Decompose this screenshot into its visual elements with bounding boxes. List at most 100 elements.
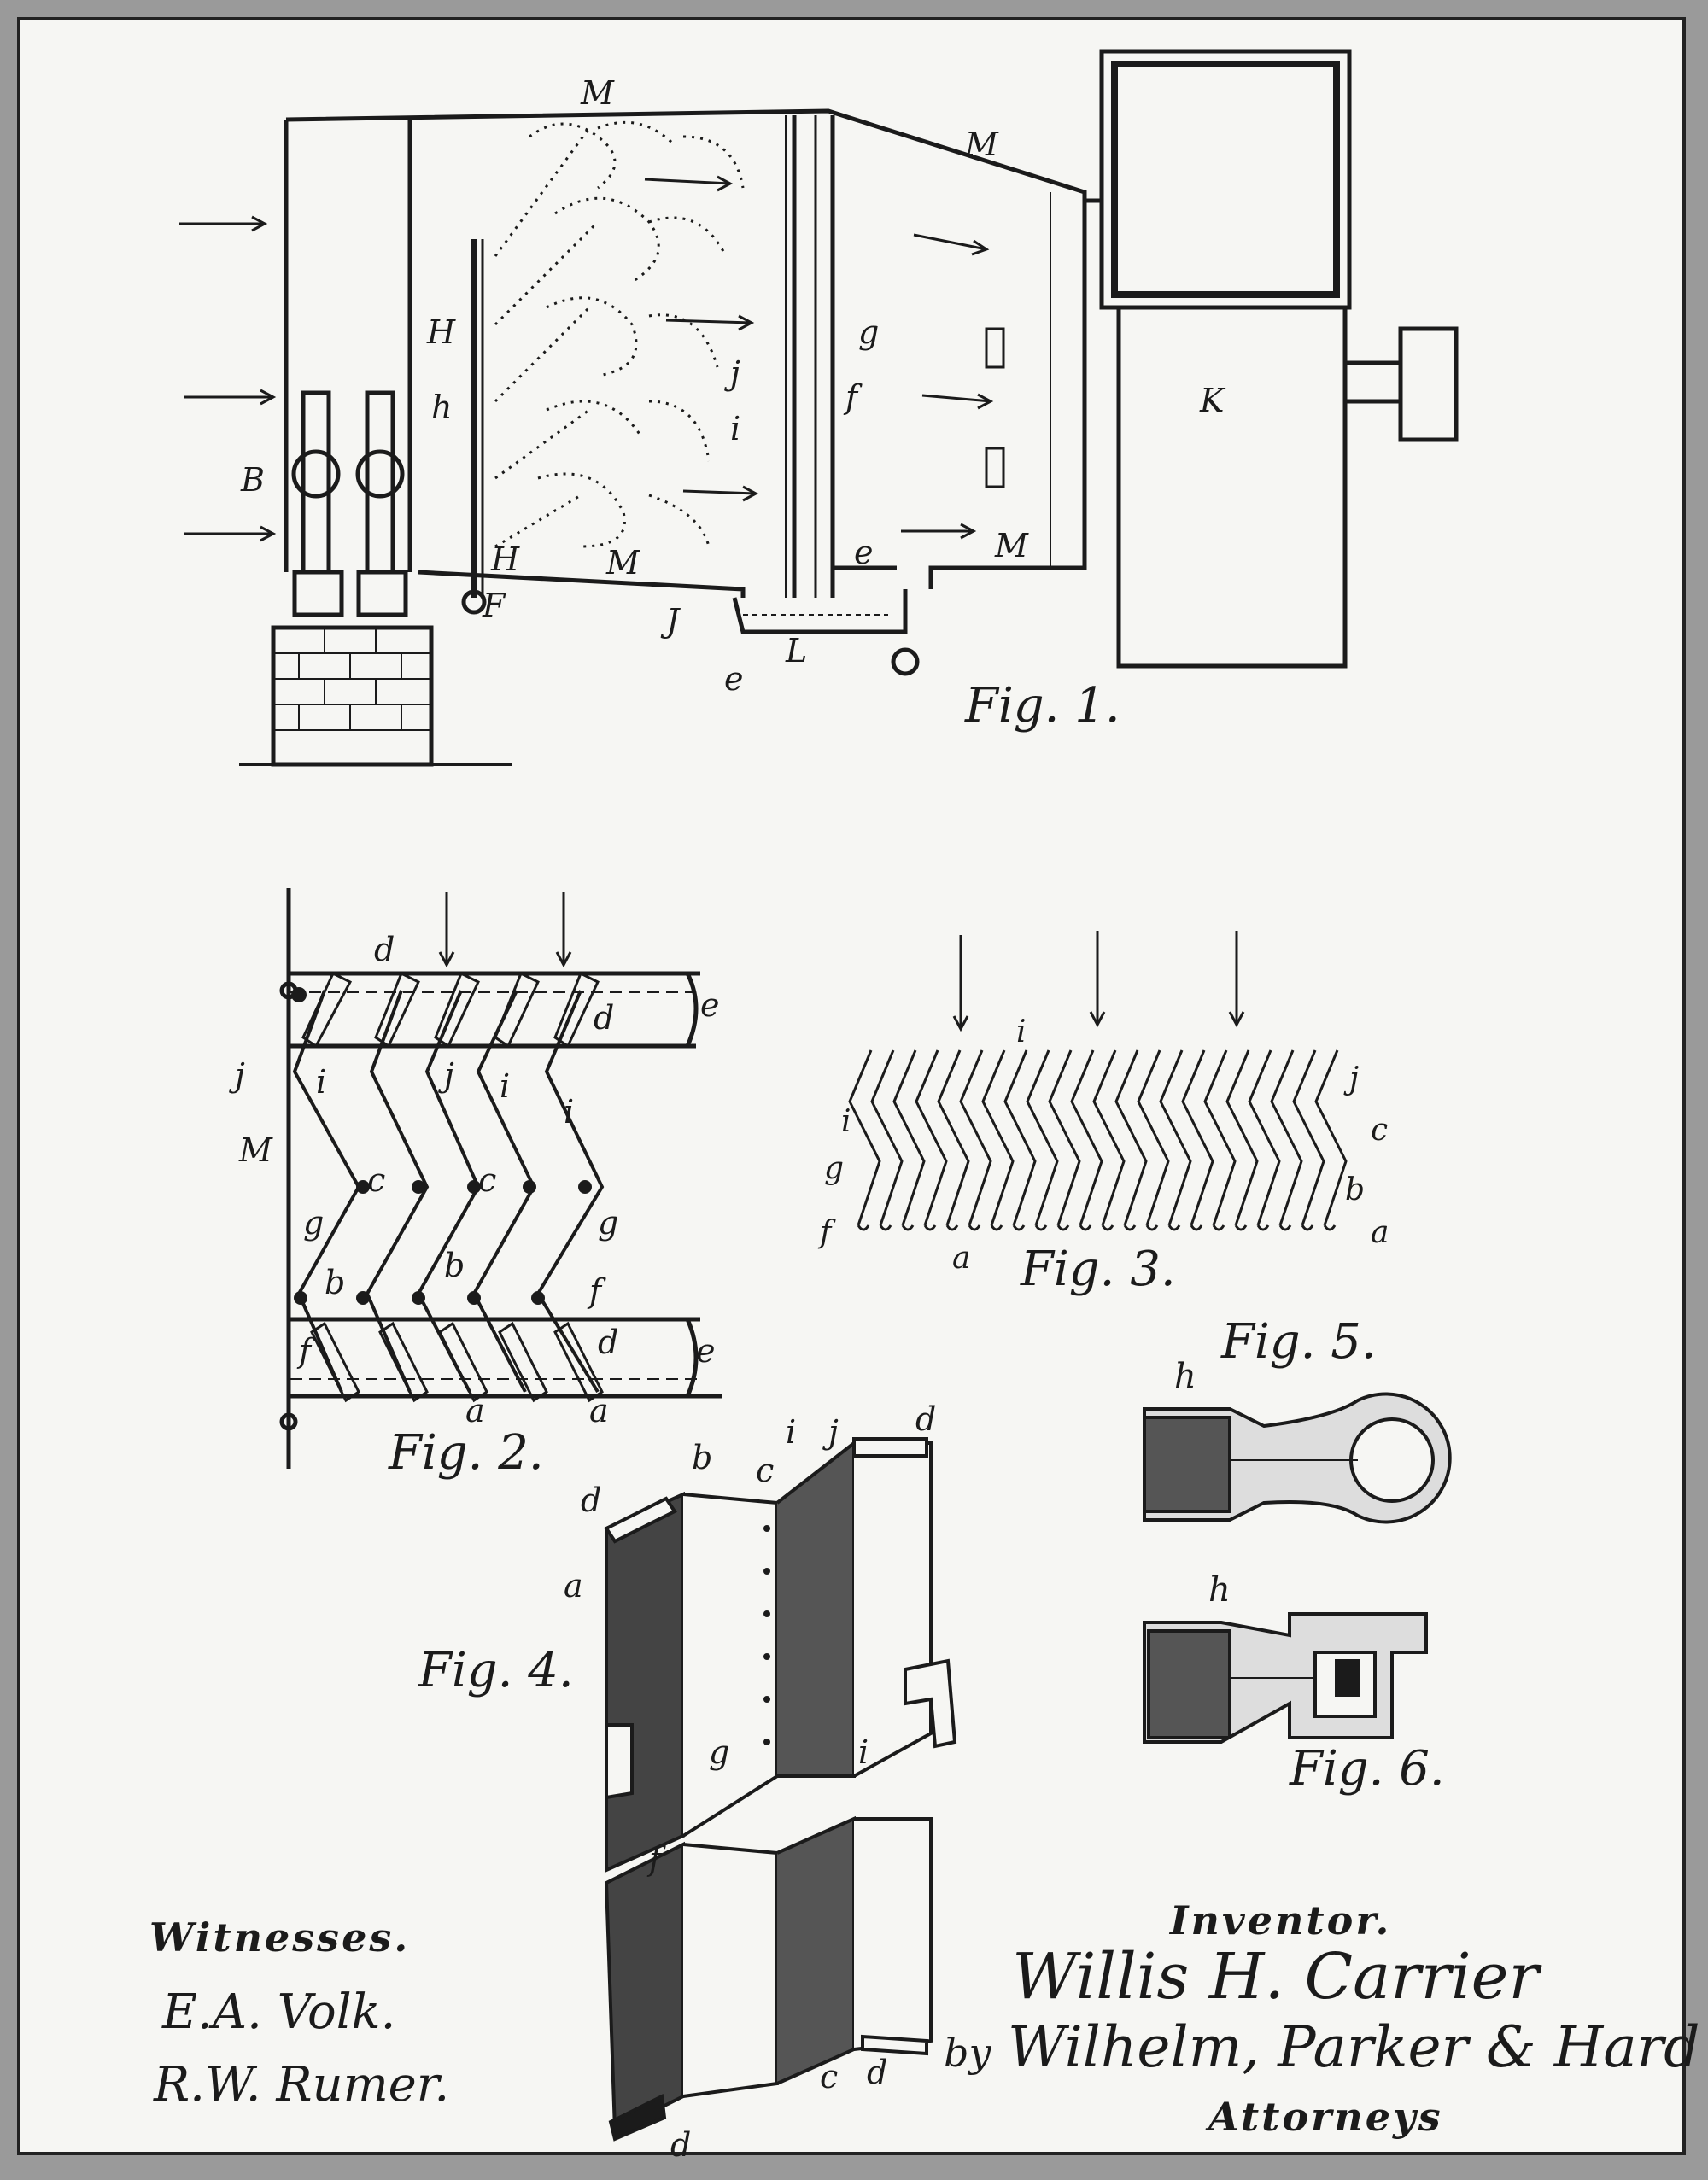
fig2-label-e-top: e xyxy=(700,986,720,1024)
fig3-label-i-left: i xyxy=(841,1104,851,1139)
fig3-chevron-hook xyxy=(1234,1224,1248,1231)
label-L: L xyxy=(785,632,807,669)
fig3-chevron-hook xyxy=(945,1224,959,1231)
fig4-label-g: g xyxy=(709,1733,729,1771)
fig3-chevron xyxy=(1092,1049,1126,1226)
fig3-chevron xyxy=(1070,1049,1103,1226)
paper-sheet xyxy=(17,17,1686,2155)
fig2-label-e-bottom: e xyxy=(696,1332,716,1370)
fig3-chevron xyxy=(1203,1049,1237,1226)
fig3-chevron-hook xyxy=(1012,1224,1026,1231)
label-M-floor: M xyxy=(605,544,640,582)
fig3-chevron-hook xyxy=(1145,1224,1159,1231)
fig3-chevron xyxy=(1114,1049,1148,1226)
label-i: i xyxy=(730,410,740,447)
fig3-chevron xyxy=(1026,1049,1059,1226)
fig3-chevron-hook xyxy=(1079,1224,1092,1231)
fig2-label-c-2: c xyxy=(478,1161,496,1199)
fig3-chevron xyxy=(937,1049,970,1226)
fig3-chevron xyxy=(848,1049,881,1226)
fig3-chevron-hook xyxy=(1212,1224,1225,1231)
label-M-base: M xyxy=(994,527,1029,564)
fig3-chevron xyxy=(915,1049,948,1226)
fig4-label-c-bottom: c xyxy=(820,2058,838,2095)
fig3-chevron xyxy=(1270,1049,1303,1226)
fig2-label-a-2: a xyxy=(589,1392,609,1429)
witnesses-heading: Witnesses. xyxy=(149,1914,410,1961)
fig3-chevron xyxy=(1159,1049,1192,1226)
label-g: g xyxy=(858,313,879,351)
attorneys-heading: Attorneys xyxy=(1205,2094,1443,2140)
fig2-label-d-top: d xyxy=(374,931,395,968)
fig4-label-d-bottom: d xyxy=(867,2054,887,2091)
fig3-label-c: c xyxy=(1371,1113,1388,1148)
fig3-chevron xyxy=(981,1049,1015,1226)
fig3-chevron xyxy=(959,1049,992,1226)
label-K: K xyxy=(1199,382,1226,419)
fig3-label-b: b xyxy=(1345,1172,1365,1207)
label-B: B xyxy=(240,461,265,499)
fig2-label-d-right: d xyxy=(594,999,614,1037)
label-e-lower: e xyxy=(724,660,744,698)
fig4-label-d-foot: d xyxy=(670,2126,691,2164)
inventor-signature: Willis H. Carrier xyxy=(1012,1940,1542,2013)
fig3-chevron-hook xyxy=(1256,1224,1270,1231)
figure-6 xyxy=(1143,1612,1428,1744)
fig2-label-g-2: g xyxy=(598,1204,618,1242)
caption-fig-5: Fig. 5. xyxy=(1220,1314,1377,1370)
fig4-label-b: b xyxy=(692,1439,712,1476)
figure-1 xyxy=(179,49,1459,767)
fig3-chevron-hook xyxy=(1167,1224,1181,1231)
fig3-chevron xyxy=(1137,1049,1170,1226)
caption-fig-1: Fig. 1. xyxy=(964,678,1120,733)
fig3-chevron-hook xyxy=(1323,1224,1337,1231)
fig3-label-a-right: a xyxy=(1371,1215,1389,1250)
fig2-label-g-1: g xyxy=(303,1204,324,1242)
fig3-chevron-hook xyxy=(990,1224,1003,1231)
fig3-chevron xyxy=(1248,1049,1281,1226)
caption-fig-6: Fig. 6. xyxy=(1289,1741,1445,1797)
fig3-label-g: g xyxy=(824,1151,844,1186)
fig2-label-M: M xyxy=(238,1131,273,1169)
fig3-chevron-hook xyxy=(1301,1224,1314,1231)
fig3-chevron-hook xyxy=(923,1224,937,1231)
figure-2 xyxy=(279,888,722,1469)
fig2-label-d-bottom: d xyxy=(598,1324,618,1361)
fig4-label-d-right: d xyxy=(915,1400,936,1438)
fig6-label-h: h xyxy=(1208,1570,1231,1610)
label-e-upper: e xyxy=(854,534,874,571)
witness-2-signature: R.W. Rumer. xyxy=(153,2057,449,2113)
attorneys-signature: Wilhelm, Parker & Hard xyxy=(1008,2014,1699,2080)
fig2-label-c-1: c xyxy=(367,1161,385,1199)
fig2-label-b-2: b xyxy=(444,1247,465,1284)
fig3-chevron xyxy=(1048,1049,1081,1226)
fig2-label-i-3: i xyxy=(564,1093,574,1131)
fig3-chevron xyxy=(1292,1049,1325,1226)
fig2-label-i-1: i xyxy=(316,1063,326,1101)
figure-4 xyxy=(604,1437,957,2142)
label-h: h xyxy=(431,389,452,426)
figure-1-labels: M M M M H h H B F J e e L K g j f i xyxy=(240,74,1226,698)
fig3-chevron xyxy=(870,1049,904,1226)
fig3-chevron-hook xyxy=(1278,1224,1292,1231)
fig3-chevron xyxy=(1003,1049,1037,1226)
fig3-chevron xyxy=(892,1049,926,1226)
fig4-label-i-top: i xyxy=(786,1413,796,1451)
fig3-label-i-top: i xyxy=(1016,1014,1027,1049)
fig3-label-a-left: a xyxy=(952,1241,970,1276)
label-F: F xyxy=(482,587,506,624)
fig4-label-i-mid: i xyxy=(858,1733,869,1771)
fig3-chevron xyxy=(1181,1049,1214,1226)
fig3-chevron-hook xyxy=(879,1224,892,1231)
fig3-chevron-hook xyxy=(968,1224,981,1231)
fig3-chevron xyxy=(1225,1049,1259,1226)
fig2-label-a-1: a xyxy=(465,1392,485,1429)
fig3-chevron xyxy=(1314,1049,1348,1226)
label-H-lower: H xyxy=(490,541,520,578)
fig3-chevron-hook xyxy=(1034,1224,1048,1231)
fig3-chevron-hook xyxy=(1190,1224,1203,1231)
fig2-label-i-2: i xyxy=(500,1067,510,1105)
fig4-label-c-top: c xyxy=(756,1452,774,1489)
caption-fig-2: Fig. 2. xyxy=(388,1425,544,1481)
